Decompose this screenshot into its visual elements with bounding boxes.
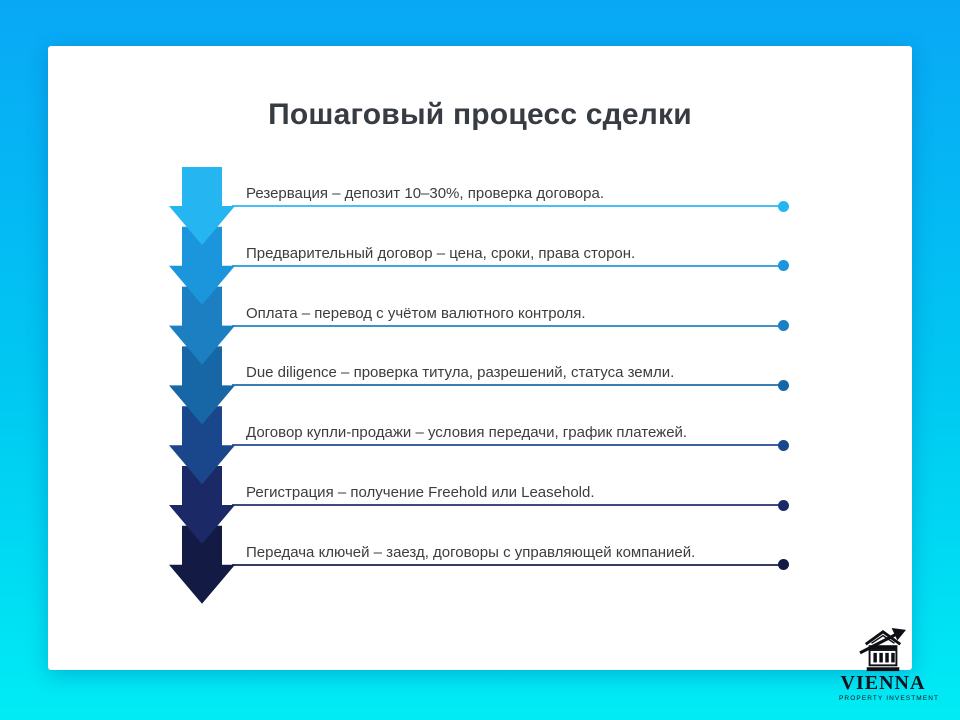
step-label-4: Due diligence – проверка титула, разреше… bbox=[246, 364, 675, 382]
process-arrow-step-5 bbox=[169, 406, 235, 485]
step-connector-line-6 bbox=[232, 504, 779, 506]
step-label-7: Передача ключей – заезд, договоры с упра… bbox=[246, 543, 696, 561]
step-endpoint-dot-6 bbox=[778, 499, 789, 511]
slide-title: Пошаговый процесс сделки bbox=[268, 98, 692, 131]
bank-building-growth-icon bbox=[859, 627, 906, 672]
step-endpoint-dot-1 bbox=[778, 200, 789, 212]
logo-name: VIENNA bbox=[840, 672, 926, 694]
step-endpoint-dot-4 bbox=[778, 379, 789, 391]
process-arrow-step-3 bbox=[169, 286, 235, 365]
step-label-2: Предварительный договор – цена, сроки, п… bbox=[246, 244, 636, 262]
step-label-1: Резервация – депозит 10–30%, проверка до… bbox=[246, 185, 605, 202]
step-connector-line-7 bbox=[232, 563, 779, 566]
process-arrow-step-1 bbox=[169, 167, 235, 245]
step-endpoint-dot-3 bbox=[778, 320, 789, 332]
step-connector-line-3 bbox=[232, 324, 779, 327]
step-connector-line-2 bbox=[232, 264, 779, 267]
process-arrow-step-6 bbox=[169, 466, 235, 544]
step-connector-line-1 bbox=[232, 205, 779, 207]
step-endpoint-dot-2 bbox=[778, 260, 789, 272]
step-endpoint-dot-5 bbox=[778, 439, 789, 451]
logo-subtitle: PROPERTY INVESTMENT bbox=[839, 695, 940, 702]
process-arrow-step-2 bbox=[169, 226, 235, 305]
step-connector-line-5 bbox=[232, 444, 779, 447]
company-logo: VIENNA PROPERTY INVESTMENT bbox=[839, 627, 940, 703]
slide-card: Пошаговый процесс сделки Резервация – де… bbox=[48, 46, 912, 670]
step-endpoint-dot-7 bbox=[778, 559, 789, 571]
process-arrow-stack-icon bbox=[169, 167, 235, 604]
step-label-3: Оплата – перевод с учётом валютного конт… bbox=[246, 304, 586, 322]
process-arrow-step-7 bbox=[169, 525, 235, 604]
step-label-6: Регистрация – получение Freehold или Lea… bbox=[246, 484, 595, 501]
step-connector-line-4 bbox=[232, 384, 779, 387]
step-label-5: Договор купли-продажи – условия передачи… bbox=[246, 424, 688, 442]
process-arrow-step-4 bbox=[169, 346, 235, 425]
